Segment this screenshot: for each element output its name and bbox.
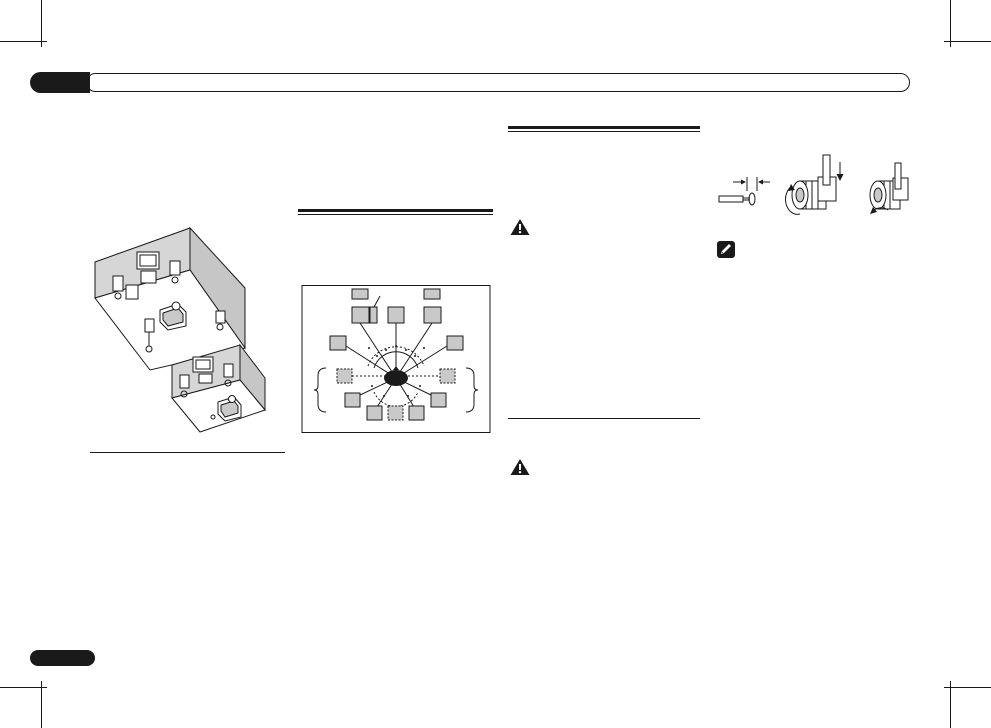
side-braces [313, 367, 479, 413]
crop-mark-top-right-h [944, 41, 991, 42]
angle-arcs [367, 345, 425, 407]
warning-icon [510, 219, 530, 235]
speaker-wire-connection-illustration [718, 154, 909, 215]
crop-mark-top-left-v [41, 0, 42, 47]
note-icon [717, 241, 735, 258]
front-left-speaker [351, 306, 370, 324]
front-right-speaker [223, 363, 234, 387]
page-number-tab [30, 650, 95, 666]
crop-mark-bottom-left-v [41, 681, 42, 728]
front-height-left-speaker [351, 288, 369, 300]
surround-right-speaker [215, 310, 226, 331]
terminal-tighten [869, 162, 909, 214]
back-center-speaker [387, 405, 404, 421]
surround-right-speaker [430, 392, 447, 408]
column1-rule [90, 452, 285, 453]
listener-sofa [159, 301, 187, 331]
room-speaker-placement-illustration [94, 226, 266, 433]
front-right-speaker [169, 260, 181, 284]
back-right-speaker [408, 405, 425, 421]
crop-mark-bottom-right-v [950, 681, 951, 728]
listener-head [384, 366, 408, 386]
surround-left-alt-speaker [336, 368, 353, 384]
side-right-speaker [446, 335, 464, 351]
warning-icon [510, 459, 530, 475]
diagram-frame [301, 285, 491, 433]
surround-left-speaker [344, 392, 361, 408]
front-left-speaker [112, 275, 124, 300]
crop-mark-bottom-right-h [944, 687, 991, 688]
back-left-speaker [366, 405, 383, 421]
front-wide-speaker [369, 306, 378, 324]
stripped-wire [718, 177, 770, 206]
crop-mark-bottom-left-h [0, 687, 47, 688]
terminal-loosen [785, 154, 844, 215]
column3-heading-rule [508, 126, 700, 132]
chapter-tab [30, 72, 90, 93]
column3-rule [508, 418, 700, 419]
surround-left-speaker [144, 318, 155, 353]
front-left-speaker [179, 374, 190, 398]
side-left-speaker [329, 335, 347, 351]
speaker-boxes [329, 288, 464, 421]
large-room [94, 226, 246, 371]
speaker-layout-diagram [301, 285, 491, 433]
column2-heading-rule [298, 209, 493, 215]
crop-mark-top-left-h [0, 41, 47, 42]
tv [192, 356, 214, 384]
center-speaker [387, 306, 405, 324]
tv [136, 251, 160, 284]
listener-sofa [210, 395, 242, 422]
front-right-speaker [423, 306, 442, 324]
front-height-right-speaker [423, 288, 441, 300]
surround-right-alt-speaker [439, 368, 456, 384]
header-bar [86, 73, 910, 92]
crop-mark-top-right-v [950, 0, 951, 47]
small-room [171, 343, 266, 433]
center-speaker [125, 284, 139, 300]
